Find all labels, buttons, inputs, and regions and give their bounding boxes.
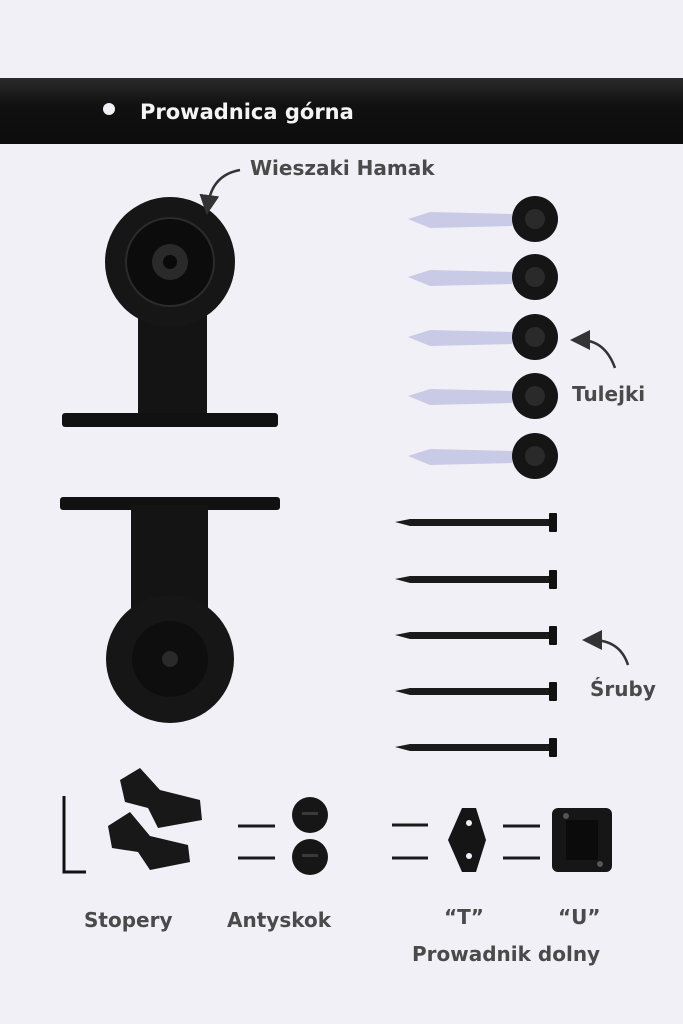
hanger-top — [62, 197, 278, 427]
anti-jump-label: Antyskok — [227, 908, 332, 932]
screws-label: Śruby — [590, 677, 656, 701]
bottom-guide-label: Prowadnik dolny — [412, 942, 601, 966]
stoppers-group — [108, 768, 202, 870]
rail-mounting-hole — [103, 103, 115, 115]
top-rail-label: Prowadnica górna — [140, 100, 354, 124]
hangers-label: Wieszaki Hamak — [250, 156, 435, 180]
u-guide-group — [503, 808, 612, 872]
screws-arrow — [582, 630, 630, 666]
hanger-bottom — [60, 497, 280, 723]
stoppers-label: Stopery — [84, 908, 173, 932]
t-guide-label: “T” — [444, 905, 484, 929]
screws-group — [395, 513, 557, 757]
t-guide-group — [392, 808, 486, 872]
sleeves-arrow — [570, 330, 617, 369]
anti-jump-group — [238, 797, 328, 875]
hangers-arrow — [199, 168, 241, 215]
allen-key — [62, 796, 86, 874]
u-guide-label: “U” — [558, 905, 601, 929]
sleeves-group — [408, 196, 558, 479]
sleeves-label: Tulejki — [572, 382, 646, 406]
